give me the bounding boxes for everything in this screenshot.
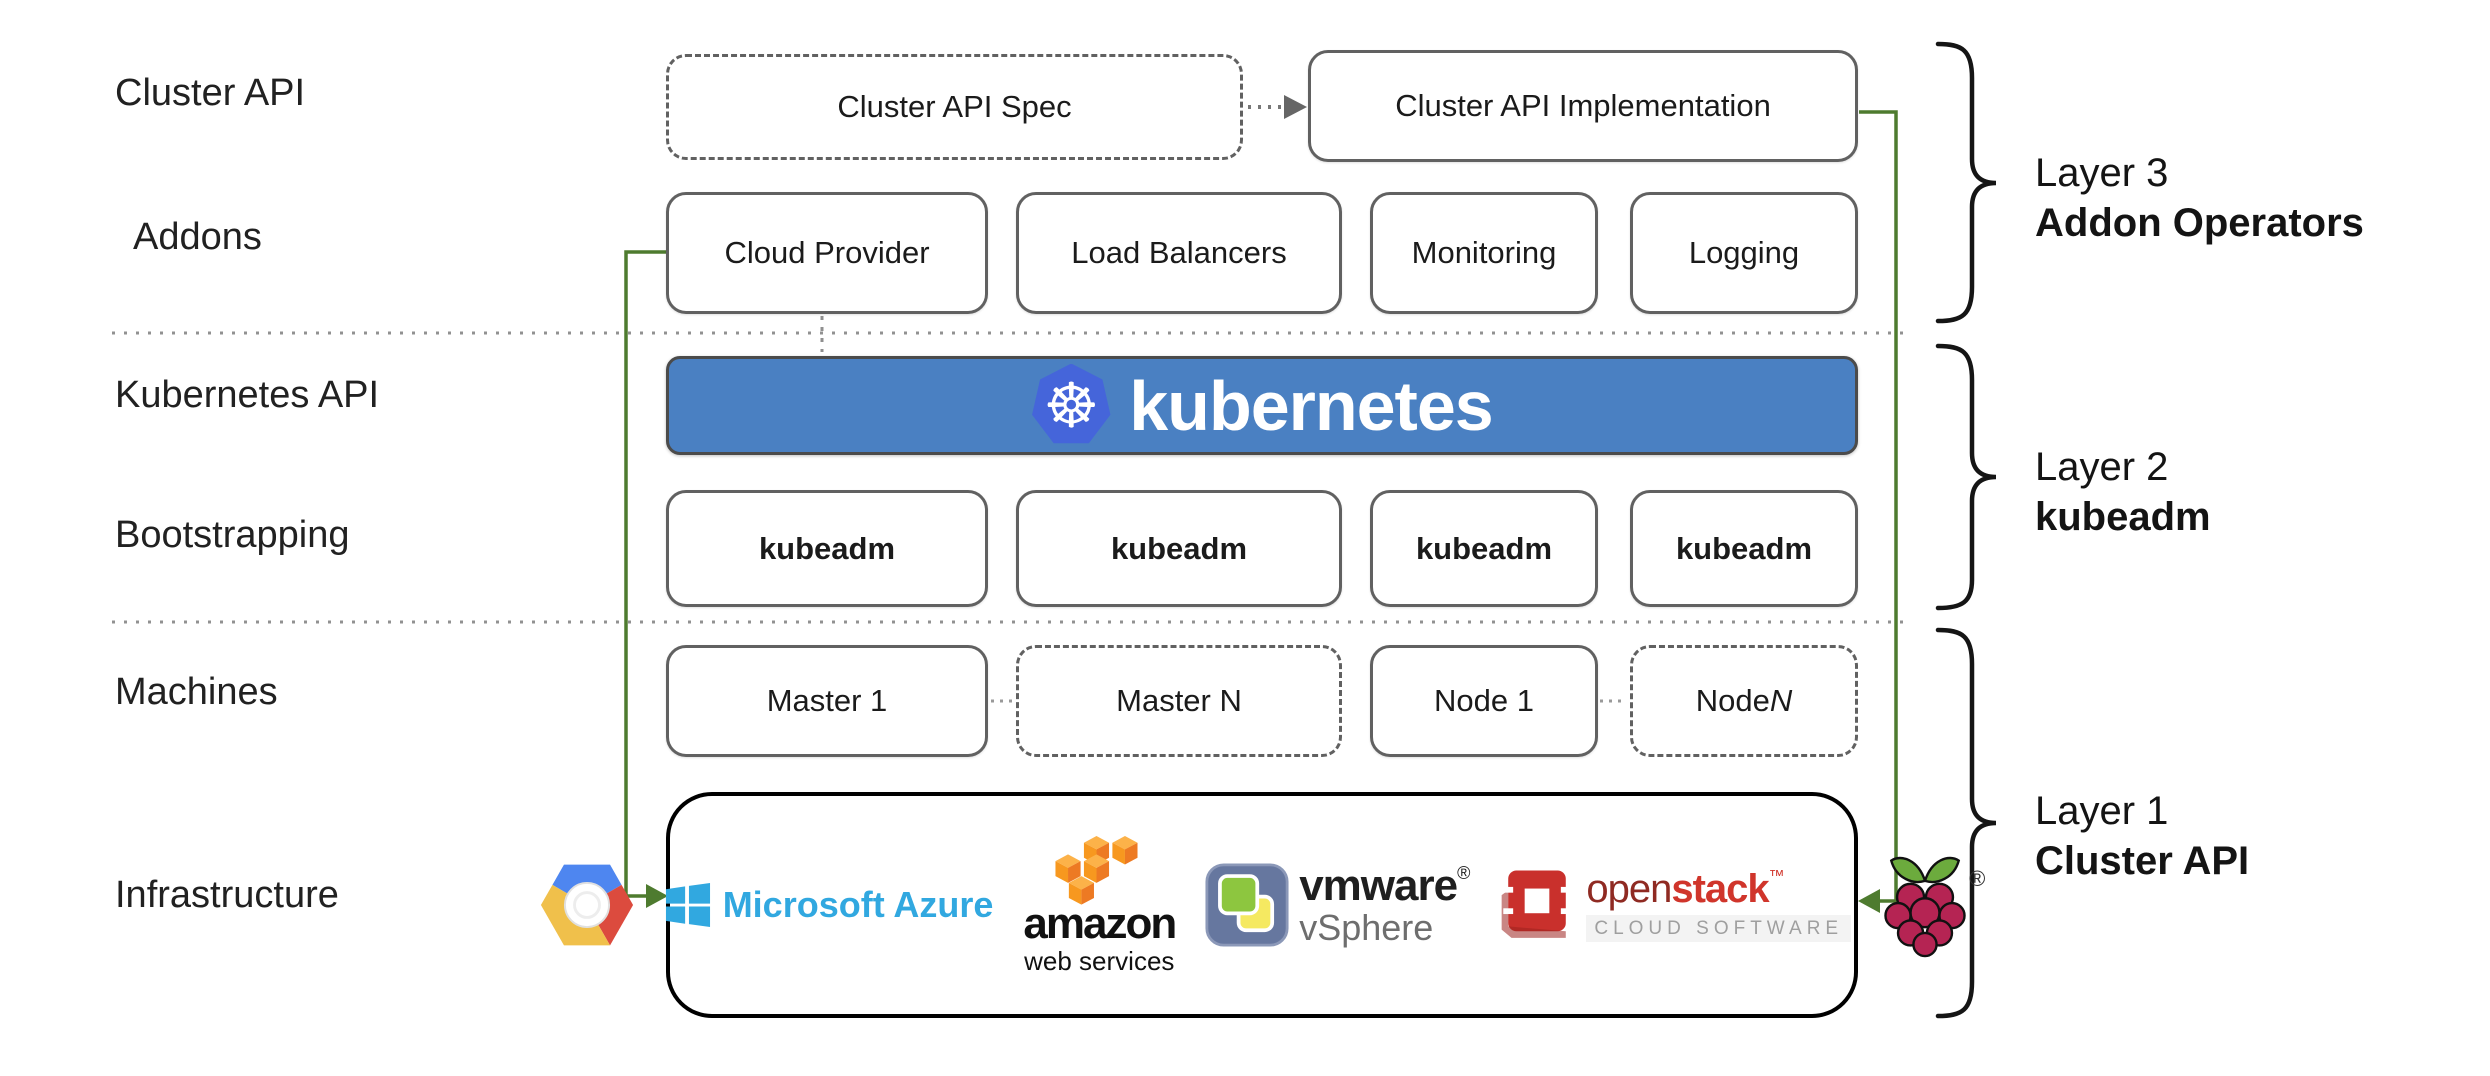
node-n-label: Node	[1695, 683, 1770, 718]
infrastructure-providers-box: Microsoft Azure amazon web service	[540, 792, 1985, 1018]
microsoft-azure-label: Microsoft Azure	[722, 884, 994, 925]
layer3-line2: Addon Operators	[2035, 201, 2364, 245]
web-services-label: web services	[1024, 946, 1175, 976]
master-n-box: Master N	[1016, 645, 1342, 757]
node-n-box: Node N	[1630, 645, 1858, 757]
master-1-box: Master 1	[666, 645, 988, 757]
openstack-open-label: open	[1586, 866, 1672, 911]
microsoft-window-icon	[665, 882, 710, 928]
kubernetes-helm-wheel-icon: ☸	[1032, 363, 1111, 444]
openstack-stack-label: stack	[1671, 866, 1769, 911]
layer2-line1: Layer 2	[2035, 445, 2169, 489]
raspberry-pi-registered-mark: ®	[1969, 866, 1986, 891]
node-1-box: Node 1	[1370, 645, 1598, 757]
node-n-italic-n: N	[1769, 683, 1793, 718]
cluster-api-implementation-box: Cluster API Implementation	[1308, 50, 1858, 162]
openstack-logo: openstack™ CLOUD SOFTWARE	[1500, 865, 1852, 945]
monitoring-box: Monitoring	[1370, 192, 1598, 314]
layer2-bracket	[1935, 343, 1997, 611]
load-balancers-box: Load Balancers	[1016, 192, 1342, 314]
implementation-to-infrastructure-line	[1859, 110, 1898, 903]
google-cloud-platform-logo-icon	[539, 862, 635, 948]
raspberry-icon	[1884, 856, 1966, 958]
raspberry-pi-logo: ®	[1881, 852, 1985, 958]
layer1-line2: Cluster API	[2035, 839, 2250, 883]
logging-box: Logging	[1630, 192, 1858, 314]
cloud-provider-to-infrastructure-line	[624, 250, 666, 898]
right-green-arrowhead-icon	[1858, 889, 1880, 913]
layer1-line1: Layer 1	[2035, 789, 2169, 833]
kubeadm-box-3: kubeadm	[1370, 490, 1598, 607]
kubeadm-box-2: kubeadm	[1016, 490, 1342, 607]
layer3-bracket	[1935, 41, 1997, 324]
cluster-api-spec-box: Cluster API Spec	[666, 54, 1243, 160]
row-label-infrastructure: Infrastructure	[115, 874, 339, 916]
kubernetes-wordmark: kubernetes	[1129, 366, 1493, 445]
layer2-line2: kubeadm	[2035, 495, 2211, 539]
openstack-cube-icon	[1502, 870, 1572, 938]
layer1-label: Layer 1 Cluster API	[2035, 786, 2249, 886]
layer3-label: Layer 3 Addon Operators	[2035, 148, 2364, 248]
openstack-trademark: ™	[1768, 867, 1785, 885]
amazon-label: amazon	[1023, 899, 1177, 948]
row-label-cluster-api: Cluster API	[115, 72, 306, 114]
kubeadm-box-1: kubeadm	[666, 490, 988, 607]
layer1-bracket	[1935, 627, 1997, 1019]
vmware-label: vmware	[1299, 861, 1458, 910]
vmware-registered-mark: ®	[1457, 863, 1471, 883]
layer3-line1: Layer 3	[2035, 151, 2169, 195]
row-label-bootstrapping: Bootstrapping	[115, 514, 350, 556]
row-label-addons: Addons	[133, 216, 262, 258]
spec-to-implementation-arrowhead-icon	[1284, 95, 1307, 119]
layer2-label: Layer 2 kubeadm	[2035, 442, 2211, 542]
row-label-machines: Machines	[115, 671, 278, 713]
cloud-software-label: CLOUD SOFTWARE	[1586, 914, 1852, 942]
aws-cubes-icon	[1055, 836, 1138, 905]
vsphere-icon	[1205, 863, 1289, 947]
kubernetes-wheel-glyph: ☸	[1043, 371, 1100, 441]
vsphere-label: vSphere	[1299, 907, 1434, 948]
amazon-web-services-logo: amazon web services	[1023, 836, 1177, 976]
cloud-provider-box: Cloud Provider	[666, 192, 988, 314]
microsoft-azure-logo: Microsoft Azure	[665, 882, 994, 928]
vmware-vsphere-logo: vmware® vSphere	[1205, 863, 1470, 947]
kubeadm-box-4: kubeadm	[1630, 490, 1858, 607]
row-label-kubernetes-api: Kubernetes API	[115, 374, 380, 416]
kubernetes-banner: ☸ kubernetes	[666, 356, 1858, 455]
